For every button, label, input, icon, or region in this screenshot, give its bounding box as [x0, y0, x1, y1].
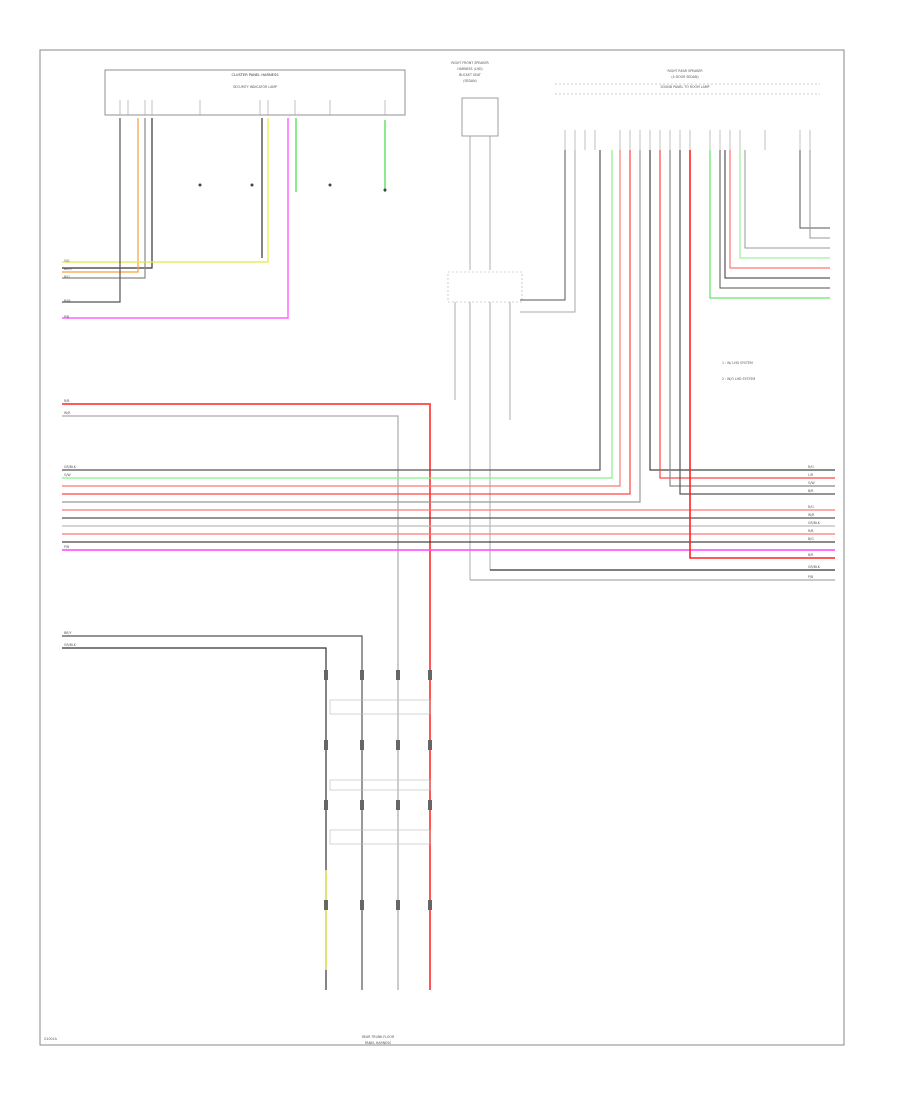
svg-text:BUCKET SEAT: BUCKET SEAT — [459, 73, 481, 77]
connector-markers — [324, 670, 432, 910]
rear-speaker-connector: RIGHT REAR SPEAKER (4 DOOR SEDAN) SOUND … — [555, 69, 820, 150]
svg-text:R/G: R/G — [808, 505, 814, 509]
svg-text:(SEDAN): (SEDAN) — [463, 79, 477, 83]
svg-text:RIGHT REAR SPEAKER: RIGHT REAR SPEAKER — [667, 69, 703, 73]
lower-labels: BR/Y GR/BLK — [64, 631, 77, 647]
svg-text:B/G: B/G — [808, 537, 814, 541]
diagram-code: G1001A — [44, 1037, 58, 1041]
svg-text:L/R: L/R — [808, 473, 814, 477]
right-wires — [520, 150, 830, 313]
svg-text:BR/Y: BR/Y — [64, 631, 71, 635]
front-speaker-connector: RIGHT FRONT SPEAKER HARNESS (LHD) BUCKET… — [447, 61, 523, 580]
svg-text:HARNESS (LHD): HARNESS (LHD) — [457, 67, 482, 71]
svg-text:RIGHT FRONT SPEAKER: RIGHT FRONT SPEAKER — [451, 61, 489, 65]
diagram-frame — [39, 49, 845, 1046]
top-left-wires — [62, 118, 386, 319]
svg-text:G/W: G/W — [808, 481, 816, 485]
svg-text:B/R: B/R — [808, 553, 814, 557]
svg-text:W/R: W/R — [808, 513, 815, 517]
svg-text:GR/BLK: GR/BLK — [64, 465, 77, 469]
svg-text:B/W: B/W — [64, 299, 71, 303]
svg-text:G/W: G/W — [64, 473, 72, 477]
bus-labels-left: R/B W/R GR/BLK G/W P/B — [64, 399, 77, 549]
svg-text:Y/G: Y/G — [64, 259, 70, 263]
top-left-ground-labels — [198, 183, 387, 192]
svg-text:P/B: P/B — [64, 315, 69, 319]
bottom-connector-label: REAR TRUNK FLOOR — [362, 1035, 395, 1039]
lower-splice-boxes — [329, 699, 431, 845]
left-wire-labels: Y/G BR/R B/G B/W P/B — [64, 259, 72, 319]
bottom-connector-label-2: PANEL HARNESS — [365, 1041, 391, 1045]
legend-1: 1 : W/ LHD SYSTEM — [722, 361, 753, 365]
svg-text:R/B: R/B — [64, 399, 69, 403]
legend-2: 2 : W/O LHD SYSTEM — [722, 377, 755, 381]
svg-text:GR/BLK: GR/BLK — [808, 565, 821, 569]
cluster-connector: CLUSTER PANEL HARNESS SECURITY INDICATOR… — [104, 69, 406, 116]
svg-text:P/B: P/B — [808, 575, 813, 579]
svg-text:W/R: W/R — [64, 411, 71, 415]
lower-wires — [62, 635, 363, 990]
svg-text:R/B: R/B — [808, 529, 813, 533]
cluster-title: CLUSTER PANEL HARNESS — [231, 73, 279, 77]
security-lamp-label: SECURITY INDICATOR LAMP — [233, 85, 277, 89]
svg-text:(4 DOOR SEDAN): (4 DOOR SEDAN) — [671, 75, 698, 79]
svg-text:B/R: B/R — [808, 489, 814, 493]
svg-text:GR/BLK: GR/BLK — [808, 521, 821, 525]
svg-text:R/G: R/G — [808, 465, 814, 469]
svg-text:P/B: P/B — [64, 545, 69, 549]
svg-text:SOUND PANEL TO ROOM LAMP: SOUND PANEL TO ROOM LAMP — [661, 85, 710, 89]
svg-text:BR/R: BR/R — [64, 267, 72, 271]
bus-wires — [62, 150, 835, 990]
svg-text:GR/BLK: GR/BLK — [64, 643, 77, 647]
bus-labels-right: R/G L/R G/W B/R R/G W/R GR/BLK R/B B/G B… — [808, 465, 821, 579]
svg-text:B/G: B/G — [64, 275, 70, 279]
